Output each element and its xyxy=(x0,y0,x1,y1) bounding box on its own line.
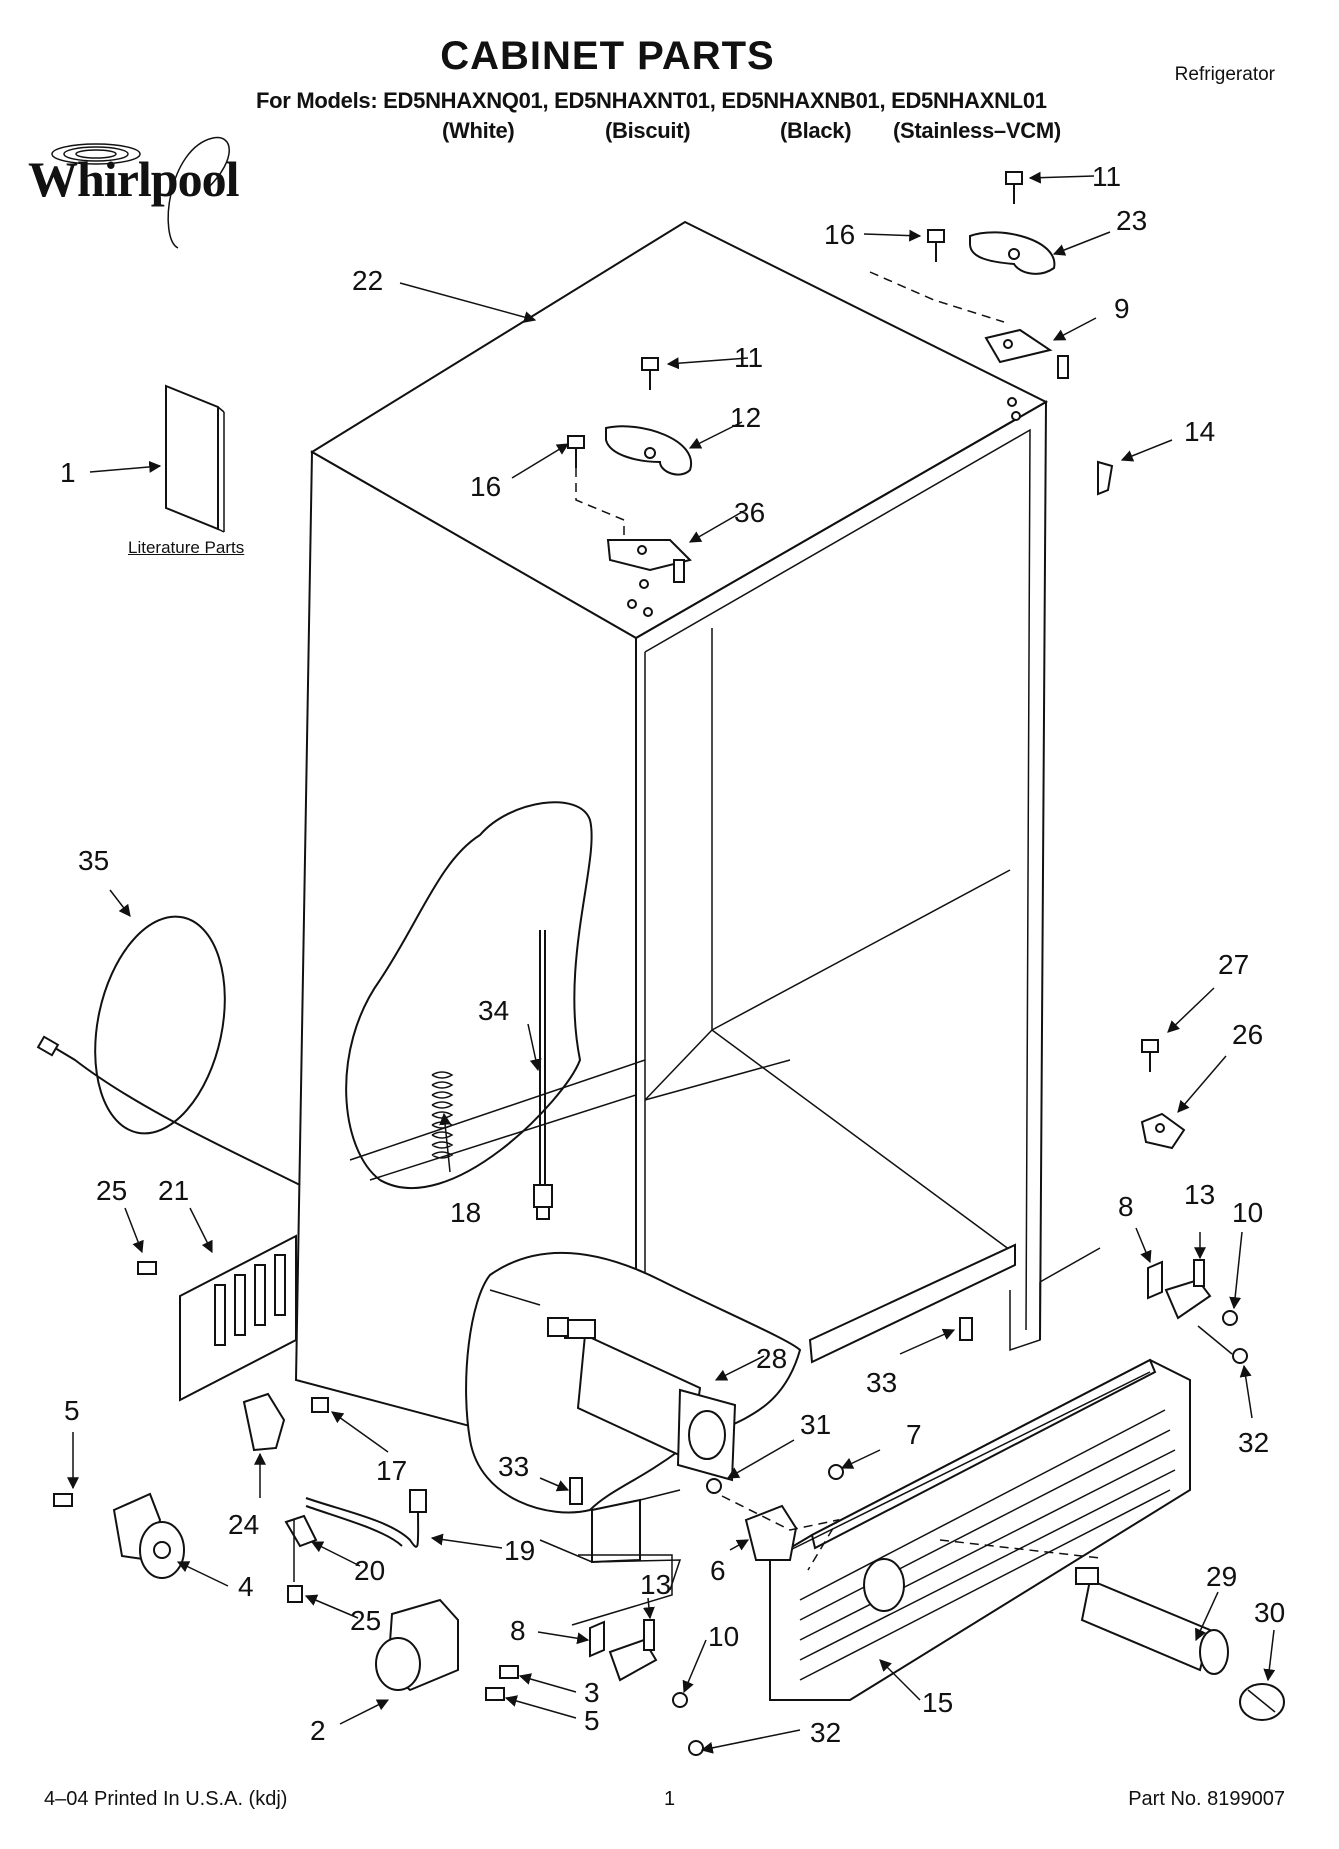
callout-28: 28 xyxy=(756,1343,787,1374)
callout-9: 9 xyxy=(1114,293,1130,324)
callout-14: 14 xyxy=(1184,416,1215,447)
callout-35: 35 xyxy=(78,845,109,876)
front-roller-assembly xyxy=(375,1598,519,1701)
water-housing xyxy=(547,1317,737,1482)
callout-2: 2 xyxy=(310,1715,326,1746)
back-panel xyxy=(179,1234,297,1402)
callout-3: 3 xyxy=(584,1677,600,1708)
coil-spring xyxy=(431,1071,454,1159)
callout-32-right: 32 xyxy=(1238,1427,1269,1458)
top-hinge-left xyxy=(567,357,693,617)
callout-5-lower: 5 xyxy=(584,1705,600,1736)
roller-assembly xyxy=(53,1492,185,1579)
lower-hinge-left xyxy=(571,1554,704,1756)
literature-booklet xyxy=(165,384,225,533)
page-number: 1 xyxy=(664,1788,676,1810)
callout-33-right: 33 xyxy=(866,1367,897,1398)
bracket-33-left xyxy=(569,1477,583,1505)
part-number: Part No. 8199007 xyxy=(1128,1788,1285,1810)
callout-5-left: 5 xyxy=(64,1395,80,1426)
callout-10-right: 10 xyxy=(1232,1197,1263,1228)
callout-16-left: 16 xyxy=(470,471,501,502)
callout-6: 6 xyxy=(710,1555,726,1586)
print-info: 4–04 Printed In U.S.A. (kdj) xyxy=(44,1788,288,1810)
callout-27: 27 xyxy=(1218,949,1249,980)
bracket-33-right xyxy=(959,1317,973,1341)
callout-21: 21 xyxy=(158,1175,189,1206)
callout-34: 34 xyxy=(478,995,509,1026)
filter-cap xyxy=(1239,1683,1285,1721)
callout-29: 29 xyxy=(1206,1561,1237,1592)
callout-24: 24 xyxy=(228,1509,259,1540)
page-title: CABINET PARTS xyxy=(440,34,775,78)
mounting-bracket xyxy=(706,1464,844,1571)
callout-13-left: 13 xyxy=(640,1569,671,1600)
tubing-clamp-assembly xyxy=(242,1392,427,1603)
whirlpool-logo-swirl-icon xyxy=(51,136,230,249)
callout-16-right: 16 xyxy=(824,219,855,250)
category-label: Refrigerator xyxy=(1174,64,1275,85)
callout-11-left: 11 xyxy=(734,342,763,373)
toe-grille xyxy=(769,1358,1191,1701)
callout-13-right: 13 xyxy=(1184,1179,1215,1210)
callout-26: 26 xyxy=(1232,1019,1263,1050)
callout-11-right: 11 xyxy=(1092,161,1121,192)
callout-8-right: 8 xyxy=(1118,1191,1134,1222)
callout-10-left: 10 xyxy=(708,1621,739,1652)
callout-4: 4 xyxy=(238,1571,254,1602)
callout-33-left: 33 xyxy=(498,1451,529,1482)
water-filter xyxy=(1075,1567,1229,1675)
color-white: (White) xyxy=(442,118,515,143)
cutaway-upper xyxy=(345,801,593,1189)
callout-23: 23 xyxy=(1116,205,1147,236)
callout-22: 22 xyxy=(352,265,383,296)
callout-31: 31 xyxy=(800,1409,831,1440)
callout-7: 7 xyxy=(906,1419,922,1450)
callout-32-left: 32 xyxy=(810,1717,841,1748)
brand-logo: Whirlpool xyxy=(28,151,239,207)
top-hinge-right xyxy=(869,171,1069,421)
callout-19: 19 xyxy=(504,1535,535,1566)
literature-parts-label: Literature Parts xyxy=(128,538,245,557)
models-line: For Models: ED5NHAXNQ01, ED5NHAXNT01, ED… xyxy=(256,88,1047,113)
color-stainless: (Stainless–VCM) xyxy=(893,118,1061,143)
panel-screw xyxy=(137,1261,157,1275)
callout-20: 20 xyxy=(354,1555,385,1586)
color-black: (Black) xyxy=(780,118,852,143)
callout-36: 36 xyxy=(734,497,765,528)
cabinet-body xyxy=(294,220,1101,1472)
water-supply-line xyxy=(36,915,301,1186)
leader-lines xyxy=(67,171,1276,1754)
callout-1: 1 xyxy=(60,457,76,488)
trim-clip xyxy=(1097,460,1114,496)
hinge-bracket-right xyxy=(1140,1039,1186,1150)
callout-numbers: 1 22 11 12 16 36 11 16 23 9 14 35 34 18 … xyxy=(60,161,1285,1748)
callout-30: 30 xyxy=(1254,1597,1285,1628)
callout-17: 17 xyxy=(376,1455,407,1486)
color-biscuit: (Biscuit) xyxy=(605,118,691,143)
callout-18: 18 xyxy=(450,1197,481,1228)
callout-25-upper: 25 xyxy=(96,1175,127,1206)
callout-25-lower: 25 xyxy=(350,1605,381,1636)
callout-8-left: 8 xyxy=(510,1615,526,1646)
callout-15: 15 xyxy=(922,1687,953,1718)
callout-12: 12 xyxy=(730,402,761,433)
lower-hinge-right xyxy=(1147,1259,1248,1364)
